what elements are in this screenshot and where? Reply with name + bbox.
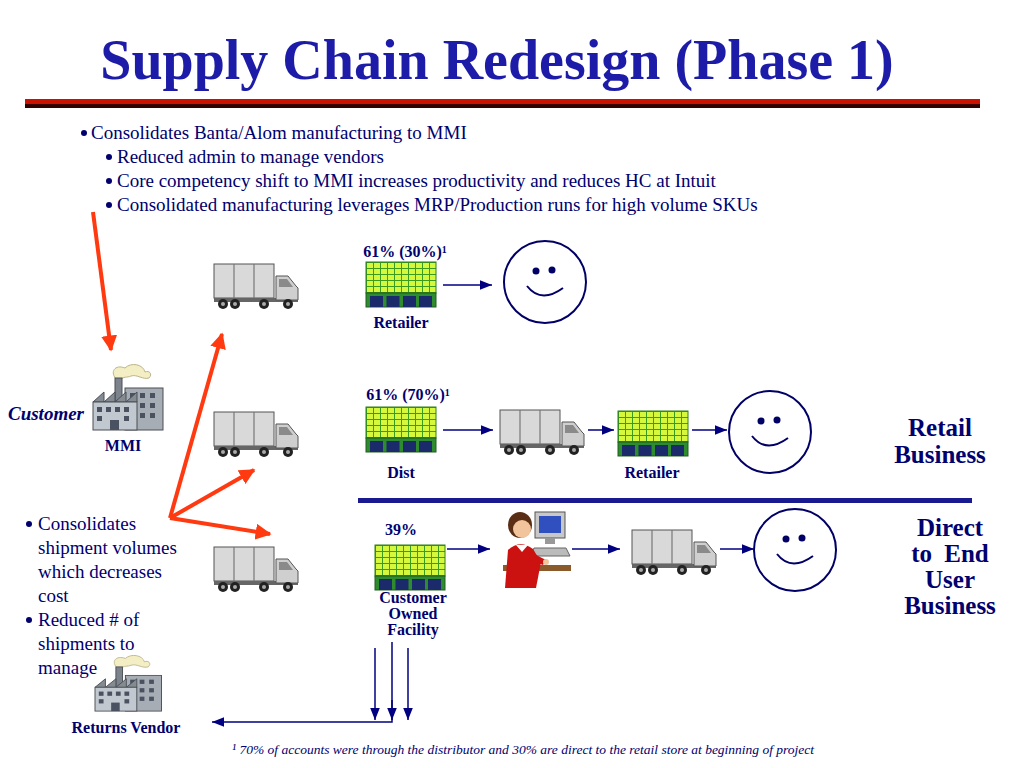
node-label: Retailer [352, 314, 450, 332]
node-label: MMI [95, 437, 151, 455]
title-rule-shadow [25, 104, 980, 108]
truck-icon [500, 410, 584, 455]
return-flow-connector [212, 642, 392, 722]
node-label: Retailer [604, 464, 700, 482]
bullet-text: Core competency shift to MMI increases p… [117, 170, 817, 192]
node-label: Dist [352, 464, 450, 482]
factory-icon [95, 655, 162, 711]
truck-icon [632, 530, 716, 575]
smiley-face [754, 509, 836, 591]
bullet-dot [106, 202, 112, 208]
bullet-text: Reduced # of shipments to manage [38, 608, 184, 680]
order-taker-illustration [503, 512, 571, 588]
section-divider [358, 498, 972, 503]
section-label: Direct to End User Business [903, 515, 997, 619]
factory-icon [93, 365, 163, 430]
bullet-text: Consolidated manufacturing leverages MRP… [117, 194, 817, 216]
bullet-text: Consolidates Banta/Alom manufacturing to… [91, 122, 791, 144]
node-label: Customer [0, 403, 84, 425]
node-label: Returns Vendor [62, 719, 190, 737]
warehouse-node: 61% (70%)¹ Dist [352, 384, 458, 482]
smiley-face [504, 241, 586, 323]
footnote: ¹ 70% of accounts were through the distr… [232, 742, 952, 758]
node-label: 39% [370, 521, 432, 539]
warehouse-node: 39% Customer Owned Facility [370, 518, 456, 642]
node-label: 61% (70%)¹ [355, 386, 461, 404]
warehouse-icon [366, 262, 436, 307]
bullet-dot [106, 178, 112, 184]
truck-icon [214, 412, 298, 457]
truck-icon [214, 547, 298, 592]
warehouse-icon [618, 411, 688, 456]
callout-arrows [93, 212, 270, 534]
bullet-dot [26, 521, 32, 527]
node-label: 61% (30%)¹ [352, 243, 458, 261]
factory-node: CustomerMMI [0, 360, 172, 460]
smiley-face [729, 391, 811, 473]
bullet-dot [81, 130, 87, 136]
warehouse-icon [366, 407, 436, 452]
bullet-dot [26, 617, 32, 623]
bullet-dot [106, 154, 112, 160]
warehouse-icon [375, 545, 445, 590]
bullet-text: Consolidates shipment volumes which decr… [38, 512, 184, 608]
bullet-text: Reduced admin to manage vendors [117, 146, 817, 168]
slide-title: Supply Chain Redesign (Phase 1) [0, 28, 994, 92]
warehouse-node: Retailer [604, 405, 704, 483]
title-rule [25, 99, 980, 104]
truck-icon [214, 264, 298, 309]
section-label: Retail Business [885, 414, 995, 468]
warehouse-node: 61% (30%)¹ Retailer [352, 240, 458, 334]
node-label: Customer Owned Facility [370, 590, 456, 638]
